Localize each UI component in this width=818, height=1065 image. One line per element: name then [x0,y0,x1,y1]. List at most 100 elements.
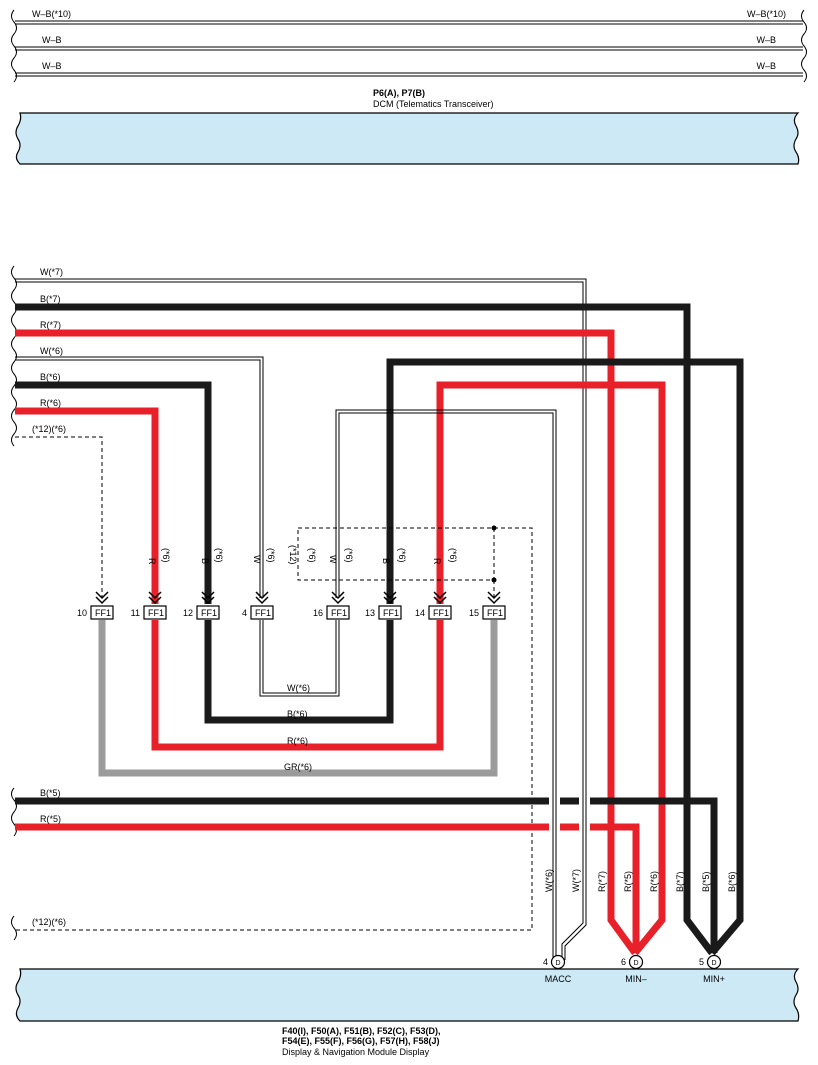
top-wire-2-right-label: W–B [756,35,776,45]
label-dash-bottom: (*12)(*6) [32,917,66,927]
terminal-conn: D [711,960,716,967]
wire-dash-top [15,436,103,598]
terminal-conn: D [555,960,560,967]
vlabel-b-color: B [200,558,210,564]
junction-pin: 16 [313,608,323,618]
break-mark [11,915,17,941]
vlabel-note6: (*6) [307,548,317,563]
vlabel-note12: (*12) [288,545,298,565]
chevron-down-icon [95,591,109,605]
terminal-name: MACC [545,974,572,984]
drop-label: R(*5) [623,871,633,892]
dcm-name: DCM (Telematics Transceiver) [373,99,494,109]
top-wire-bundle: W–B(*10) W–B(*10) W–B W–B W–B W–B [11,9,807,83]
vlabel-w2-color: W [328,555,338,564]
wire-b5 [15,797,718,953]
terminal-min-minus: D 6 MIN– [621,954,647,984]
bridge-w6 [259,620,340,697]
bridge-label-b: B(*6) [287,709,308,719]
vlabel-b-note: (*6) [214,548,224,563]
crossing-patch [552,790,587,840]
top-wire-3 [15,72,803,77]
drop-label: R(*6) [649,871,659,892]
drop-label: W(*7) [571,869,581,892]
junction-label: FF1 [487,608,503,618]
junction-pin: 13 [365,608,375,618]
drop-labels: W(*6) W(*7) R(*7) R(*5) R(*6) B(*7) B(*5… [544,869,737,892]
dcm-code: P6(A), P7(B) [373,88,425,98]
drop-label: W(*6) [544,869,554,892]
display-module-box [15,968,800,1022]
dcm-module: P6(A), P7(B) DCM (Telematics Transceiver… [15,88,800,165]
wire-b6-right [386,358,744,956]
display-code-line1: F40(I), F50(A), F51(B), F52(C), F53(D), [282,1026,441,1036]
wire-w6-right [335,409,557,960]
break-mark [801,9,807,83]
top-wire-3-right-label: W–B [756,61,776,71]
label-r5: R(*5) [40,814,61,824]
bridge-r6 [151,620,444,751]
junction-label: FF1 [255,608,271,618]
junction-pin: 14 [415,608,425,618]
wire-w6 [15,356,264,598]
junction-label: FF1 [201,608,217,618]
vlabel-w-note: (*6) [266,548,276,563]
dashed-box-12 [15,527,533,931]
junction-ff1-14: FF1 14 [415,591,452,620]
junction-ff1-10: FF1 10 [77,591,114,620]
wire-b7 [15,303,715,956]
vlabel-r2-note: (*6) [448,548,458,563]
junction-ff1-11: FF1 11 [131,591,167,620]
bridge-gr6 [98,620,498,777]
label-w7: W(*7) [40,267,63,277]
wire-r7 [15,329,638,956]
junction-label: FF1 [433,608,449,618]
wire-r6 [15,407,159,604]
junction-ff1-4: FF1 4 [242,591,274,620]
chevron-down-icon [148,591,162,605]
junction-label: FF1 [95,608,111,618]
top-wire-1-left-label: W–B(*10) [32,9,71,19]
top-wire-1-right-label: W–B(*10) [747,9,786,19]
terminal-name: MIN+ [703,974,725,984]
chevron-down-icon [383,591,397,605]
junction-label: FF1 [331,608,347,618]
vlabel-w2-note: (*6) [344,548,354,563]
vlabel-r2-color: R [432,558,442,565]
top-wire-2-left-label: W–B [42,35,62,45]
label-r6: R(*6) [40,398,61,408]
vlabel-b2-color: B [381,558,391,564]
terminal-pin: 4 [543,957,548,967]
bridge-label-w: W(*6) [287,683,310,693]
junction-pin: 12 [183,608,193,618]
junction-label: FF1 [383,608,399,618]
vlabel-r-note: (*6) [161,548,171,563]
splice-dot [491,525,497,531]
bridge-label-r: R(*6) [287,736,308,746]
junction-ff1-16: FF1 16 [313,591,350,620]
junction-ff1-12: FF1 12 [183,591,220,620]
bridge-label-gr: GR(*6) [284,762,312,772]
label-r7: R(*7) [40,320,61,330]
label-w6: W(*6) [40,346,63,356]
junction-pin: 15 [469,608,479,618]
break-mark [11,9,17,83]
dcm-module-box [15,112,800,165]
display-code-line2: F54(E), F55(F), F56(G), F57(H), F58(J) [282,1036,440,1046]
terminal-pin: 5 [699,957,704,967]
label-b5: B(*5) [40,788,61,798]
terminal-name: MIN– [625,974,647,984]
terminal-conn: D [633,960,638,967]
drop-label: B(*6) [727,871,737,892]
chevron-down-icon [487,591,501,605]
drop-label: B(*5) [701,871,711,892]
terminal-pin: 6 [621,957,626,967]
wire-r6-right [436,381,666,956]
vlabel-b2-note: (*6) [397,548,407,563]
drop-label: R(*7) [597,871,607,892]
label-b7: B(*7) [40,294,61,304]
wire-w7 [15,278,587,960]
top-wire-3-left-label: W–B [42,61,62,71]
terminal-macc: D 4 MACC [543,954,572,984]
